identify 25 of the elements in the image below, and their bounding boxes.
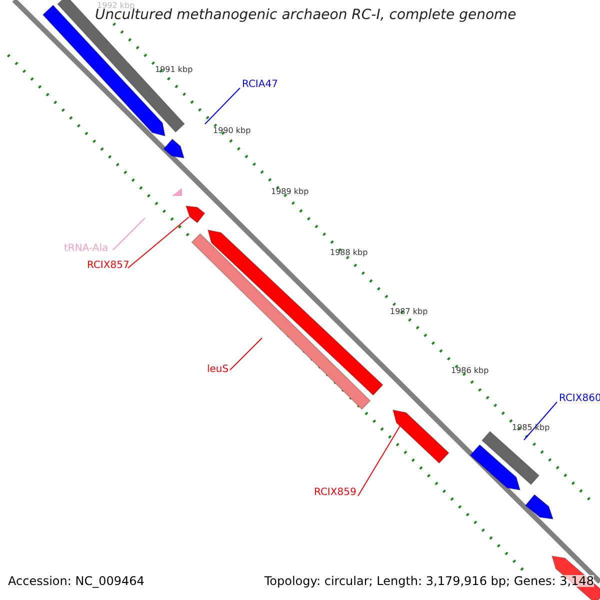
gene-feature [392, 409, 450, 464]
gene-feature [163, 138, 185, 158]
gene-label: leuS [207, 365, 229, 375]
leader-line [524, 402, 558, 440]
leader-line [358, 426, 400, 496]
gene-label: RCIX859 [314, 488, 356, 498]
trna-marker [172, 188, 182, 196]
leader-line [128, 216, 190, 268]
leader-line [230, 338, 262, 370]
tick-label: 1988 kbp [330, 249, 368, 257]
leader-line [204, 88, 240, 124]
gene-label: RCIA47 [242, 80, 278, 90]
gene-feature [470, 444, 521, 490]
map-title: Uncultured methanogenic archaeon RC-I, complete genome [95, 8, 516, 22]
tick-label: 1992 kbp [97, 2, 135, 10]
gene-feature [185, 206, 206, 224]
accession-text: Accession: NC_009464 [8, 575, 144, 587]
gene-feature [191, 233, 371, 410]
gene-label: tRNA-Ala [64, 244, 108, 254]
leader-line [112, 218, 146, 250]
tick-label: 1986 kbp [451, 367, 489, 375]
tick-label: 1991 kbp [155, 66, 193, 74]
genome-info-text: Topology: circular; Length: 3,179,916 bp; Genes: 3,148 [264, 575, 594, 587]
tick-label: 1989 kbp [271, 188, 309, 196]
gene-label: RCIX857 [87, 261, 130, 271]
